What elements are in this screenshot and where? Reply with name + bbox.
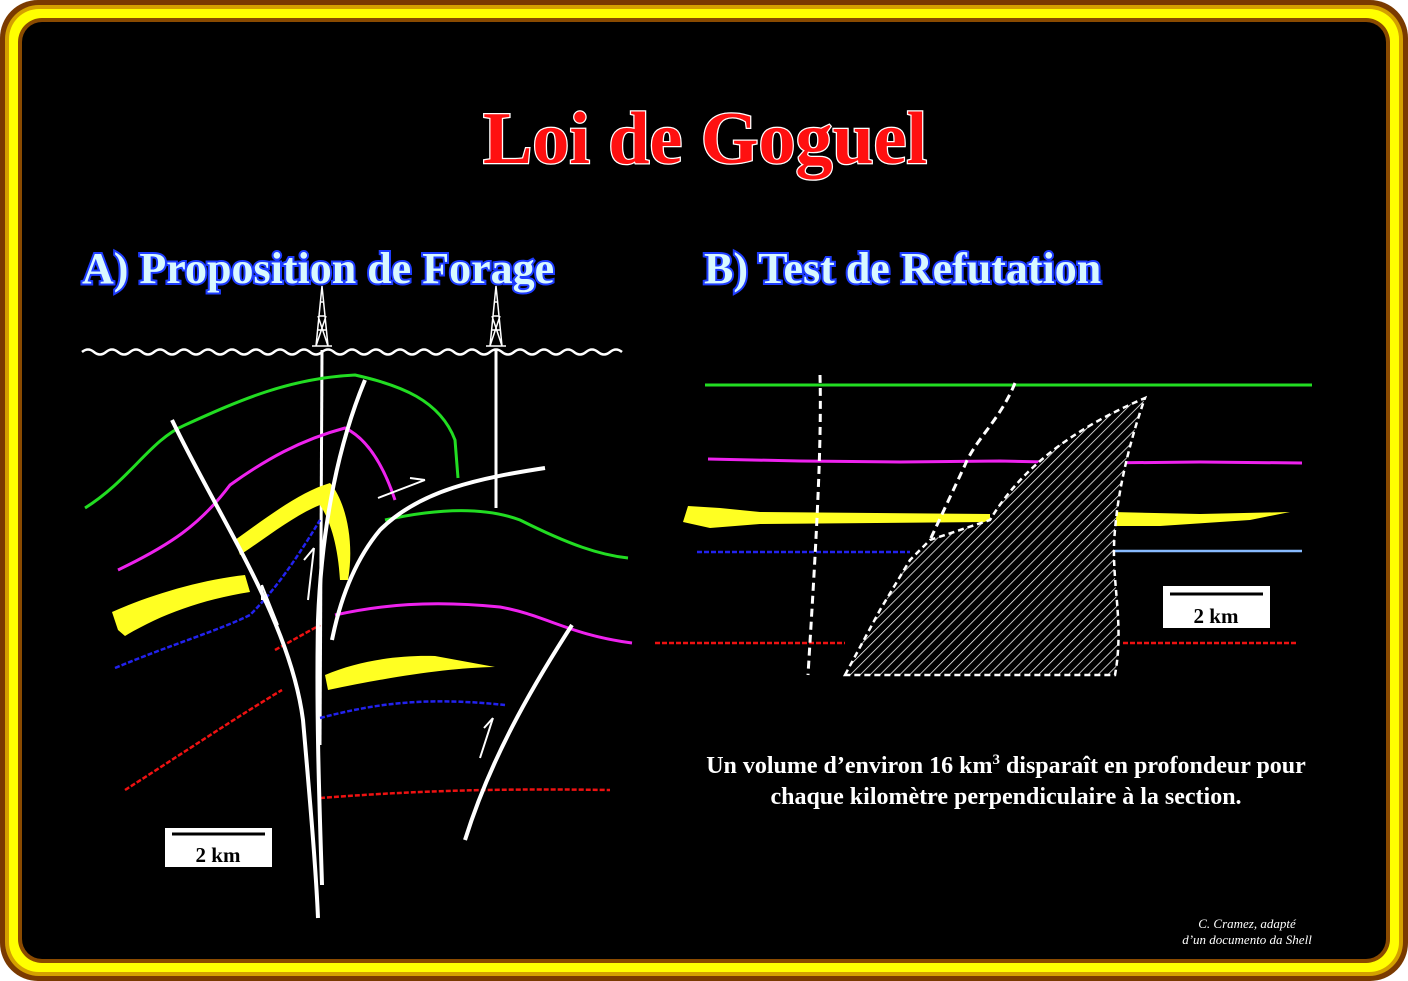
- scale-bar: 2 km: [1163, 586, 1270, 628]
- fault-motion-arrow-icon: [261, 477, 494, 759]
- slide-background: [22, 22, 1386, 959]
- scale-label: 2 km: [1194, 604, 1239, 628]
- sea-level-line: [81, 348, 623, 356]
- scale-bar: 2 km: [165, 828, 272, 867]
- panel-a-cross-section: 2 km: [81, 285, 633, 919]
- magenta-horizon: [707, 457, 1303, 465]
- caption-text: Un volume d’environ 16 km: [706, 753, 992, 779]
- blue-horizon: [114, 519, 322, 670]
- drilling-rig-icon: [486, 285, 506, 347]
- green-horizon: [384, 509, 629, 560]
- red-horizon: [319, 788, 611, 800]
- reservoir-sand: [325, 655, 495, 690]
- panel-b-cross-section: 2 km: [655, 374, 1312, 677]
- thrust-fault-line: [330, 466, 546, 641]
- fault-line: [463, 623, 574, 841]
- reservoir-sand: [112, 575, 250, 636]
- drilling-rig-icon: [312, 285, 332, 347]
- panel-a-heading: A) Proposition de Forage: [82, 244, 554, 293]
- scale-label: 2 km: [196, 843, 241, 867]
- fault-line: [170, 419, 320, 919]
- caption-superscript: 3: [992, 752, 1000, 768]
- well-path: [318, 349, 324, 746]
- caption-text: disparaît en profondeur pour: [1000, 753, 1306, 779]
- panel-b-heading: B) Test de Refutation: [704, 244, 1101, 293]
- slide-title: Loi de Goguel: [483, 98, 927, 180]
- fault-line: [928, 382, 1017, 541]
- credit-line-1: C. Cramez, adapté: [1198, 916, 1297, 931]
- green-horizon: [84, 373, 460, 510]
- blue-horizon: [319, 700, 506, 720]
- reservoir-sand: [683, 506, 990, 528]
- magenta-horizon: [334, 602, 633, 645]
- reservoir-sand: [1113, 512, 1290, 526]
- caption-line-2: chaque kilomètre perpendiculaire à la se…: [770, 784, 1241, 810]
- fault-line: [315, 379, 367, 886]
- magenta-horizon: [117, 426, 397, 572]
- fault-line: [806, 374, 822, 676]
- missing-volume-area: [842, 395, 1148, 677]
- reservoir-sand: [235, 483, 351, 580]
- caption-line-1: Un volume d’environ 16 km3 disparaît en …: [706, 752, 1306, 779]
- red-horizon: [124, 688, 283, 792]
- credit-line-2: d’un documento da Shell: [1182, 932, 1312, 947]
